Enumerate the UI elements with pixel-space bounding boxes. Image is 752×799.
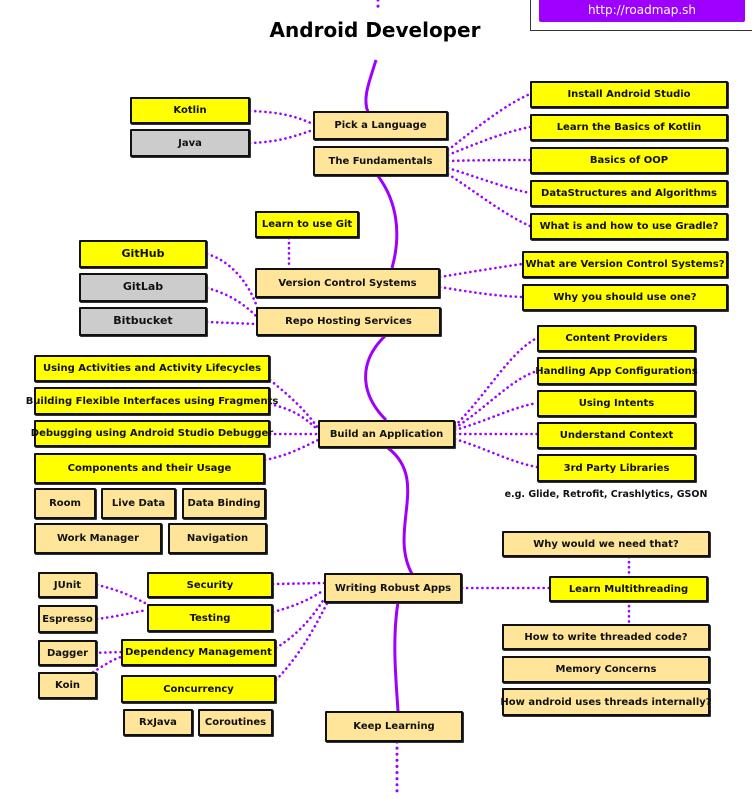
node-github[interactable]: GitHub xyxy=(79,240,207,268)
spine-line xyxy=(387,446,414,575)
node-bitbucket[interactable]: Bitbucket xyxy=(79,307,207,336)
node-data-structures[interactable]: DataStructures and Algorithms xyxy=(530,180,728,207)
spine-line xyxy=(364,59,378,113)
node-using-intents[interactable]: Using Intents xyxy=(537,390,696,417)
node-keep-learning[interactable]: Keep Learning xyxy=(325,711,463,742)
node-install-android-studio[interactable]: Install Android Studio xyxy=(530,81,728,108)
node-java[interactable]: Java xyxy=(130,129,250,157)
node-navigation[interactable]: Navigation xyxy=(168,523,267,554)
node-what-are-vcs[interactable]: What are Version Control Systems? xyxy=(522,251,728,278)
node-live-data[interactable]: Live Data xyxy=(101,488,176,519)
node-coroutines[interactable]: Coroutines xyxy=(198,709,273,736)
node-espresso[interactable]: Espresso xyxy=(38,605,97,633)
node-pick-language[interactable]: Pick a Language xyxy=(313,111,448,140)
node-security[interactable]: Security xyxy=(147,572,273,598)
node-memory-concerns[interactable]: Memory Concerns xyxy=(502,656,710,683)
node-dagger[interactable]: Dagger xyxy=(38,640,97,666)
node-testing[interactable]: Testing xyxy=(147,604,273,632)
node-fundamentals[interactable]: The Fundamentals xyxy=(313,146,448,176)
node-threads-internally[interactable]: How android uses threads internally? xyxy=(500,688,712,716)
spine-line xyxy=(364,334,388,422)
node-why-use-vcs[interactable]: Why you should use one? xyxy=(522,284,728,311)
node-junit[interactable]: JUnit xyxy=(38,572,97,598)
node-room[interactable]: Room xyxy=(34,488,96,519)
node-understand-context[interactable]: Understand Context xyxy=(537,422,696,449)
node-learn-git[interactable]: Learn to use Git xyxy=(255,211,359,238)
node-writing-robust-apps[interactable]: Writing Robust Apps xyxy=(324,573,462,603)
node-concurrency[interactable]: Concurrency xyxy=(121,675,276,703)
node-basics-oop[interactable]: Basics of OOP xyxy=(530,147,728,174)
spine-line xyxy=(393,601,400,712)
node-gradle[interactable]: What is and how to use Gradle? xyxy=(530,213,728,240)
node-why-need-that[interactable]: Why would we need that? xyxy=(502,531,710,557)
third-party-examples-note: e.g. Glide, Retrofit, Crashlytics, GSON xyxy=(504,489,708,500)
node-dependency-management[interactable]: Dependency Management xyxy=(121,639,276,666)
node-repo-hosting[interactable]: Repo Hosting Services xyxy=(256,307,441,336)
node-data-binding[interactable]: Data Binding xyxy=(182,488,266,519)
node-basics-kotlin[interactable]: Learn the Basics of Kotlin xyxy=(530,114,728,141)
node-fragments[interactable]: Building Flexible Interfaces using Fragm… xyxy=(26,387,278,415)
node-content-providers[interactable]: Content Providers xyxy=(537,325,696,352)
node-gitlab[interactable]: GitLab xyxy=(79,273,207,302)
node-rxjava[interactable]: RxJava xyxy=(123,709,193,736)
node-kotlin[interactable]: Kotlin xyxy=(130,97,250,124)
node-version-control-systems[interactable]: Version Control Systems xyxy=(255,268,440,298)
node-components[interactable]: Components and their Usage xyxy=(34,453,265,484)
roadmap-url-link[interactable]: http://roadmap.sh xyxy=(539,0,745,22)
page-title: Android Developer xyxy=(269,18,481,42)
node-activities[interactable]: Using Activities and Activity Lifecycles xyxy=(34,355,270,382)
node-learn-multithreading[interactable]: Learn Multithreading xyxy=(549,576,708,602)
node-threaded-code[interactable]: How to write threaded code? xyxy=(502,624,710,650)
spine-line xyxy=(376,175,399,269)
node-build-application[interactable]: Build an Application xyxy=(318,420,455,448)
node-koin[interactable]: Koin xyxy=(38,672,97,699)
node-app-configurations[interactable]: Handling App Configurations xyxy=(535,357,698,385)
node-third-party-libraries[interactable]: 3rd Party Libraries xyxy=(537,454,696,482)
node-debugger[interactable]: Debugging using Android Studio Debugger xyxy=(31,420,273,447)
node-work-manager[interactable]: Work Manager xyxy=(34,523,162,554)
